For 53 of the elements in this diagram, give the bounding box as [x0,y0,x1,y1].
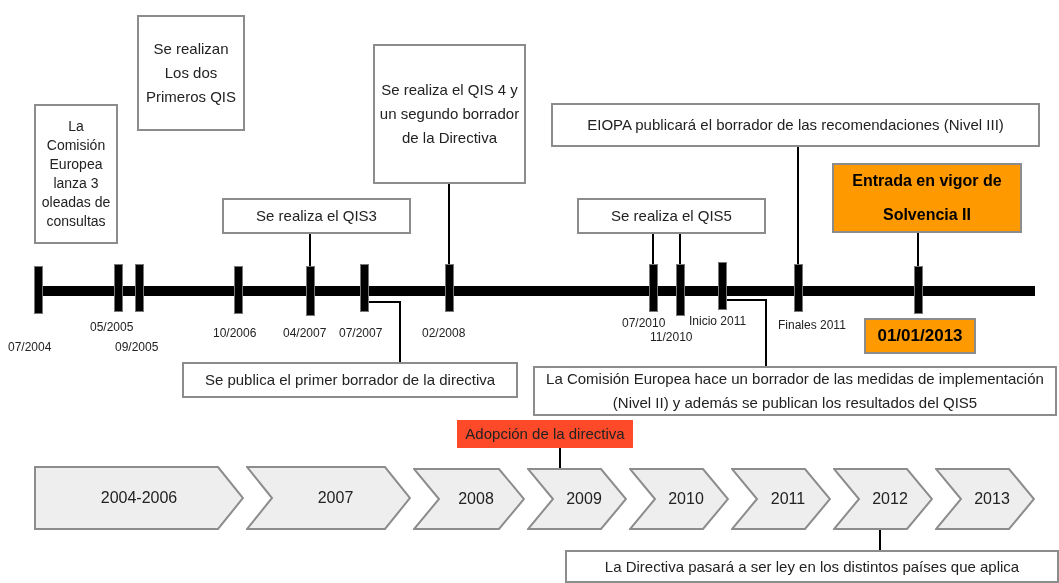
timeline-tick [135,264,144,312]
leader-line [448,183,450,265]
timeline-tick [445,264,454,312]
event-callout: Se realiza el QIS3 [222,198,411,234]
timeline-tick [676,264,685,316]
year-segment: 2008 [413,468,525,530]
event-callout: Se realizan Los dos Primeros QIS [137,15,245,131]
event-callout: Se realiza el QIS 4 y un segundo borrador de la Directiva [373,44,526,184]
leader-line [726,299,767,367]
year-segment: 2007 [246,466,411,530]
leader-line [917,232,919,267]
event-callout: La Comisión Europea lanza 3 oleadas de consultas [34,104,118,244]
year-segment: 2012 [833,468,933,530]
timeline-tick [649,264,658,312]
event-callout: Se publica el primer borrador de la directiva [182,362,518,398]
highlight-callout: 01/01/2013 [864,318,976,354]
leader-line [559,447,561,469]
timeline-tick [34,266,43,314]
year-segment: 2010 [629,468,729,530]
date-label: 04/2007 [283,326,327,340]
timeline-tick [718,262,727,310]
date-label: 07/2007 [339,326,383,340]
event-callout: La Comisión Europea hace un borrador de las medidas de implementación (Nivel II) y además se publican los resultados del QIS5 [533,366,1057,416]
timeline-tick [914,266,923,314]
leader-line [368,301,401,363]
leader-line [679,233,681,265]
event-callout: La Directiva pasará a ser ley en los distintos países que aplica [565,550,1059,583]
event-callout: Se realiza el QIS5 [577,198,766,234]
date-label: 02/2008 [422,326,466,340]
timeline-tick [306,266,315,316]
year-segment: 2013 [935,468,1035,530]
date-label: 07/2010 [622,316,666,330]
date-label: 07/2004 [8,340,52,354]
date-label: 05/2005 [90,320,134,334]
timeline-tick [114,264,123,312]
year-segment: 2009 [527,468,627,530]
date-label: 09/2005 [115,340,159,354]
leader-line [309,233,311,267]
date-label: 11/2010 [650,330,693,344]
highlight-callout: Entrada en vigor de Solvencia II [832,163,1022,233]
leader-line [797,146,799,265]
leader-line [652,233,654,265]
timeline-tick [360,264,369,312]
leader-line [879,529,881,551]
timeline-tick [234,266,243,314]
date-label: Inicio 2011 [689,314,747,328]
date-label: 10/2006 [213,326,257,340]
timeline-tick [794,264,803,312]
highlight-callout: Adopción de la directiva [457,420,633,448]
year-segment: 2004-2006 [34,466,244,530]
date-label: Finales 2011 [778,318,846,332]
year-segment: 2011 [731,468,831,530]
event-callout: EIOPA publicará el borrador de las recomendaciones (Nivel III) [551,103,1040,147]
